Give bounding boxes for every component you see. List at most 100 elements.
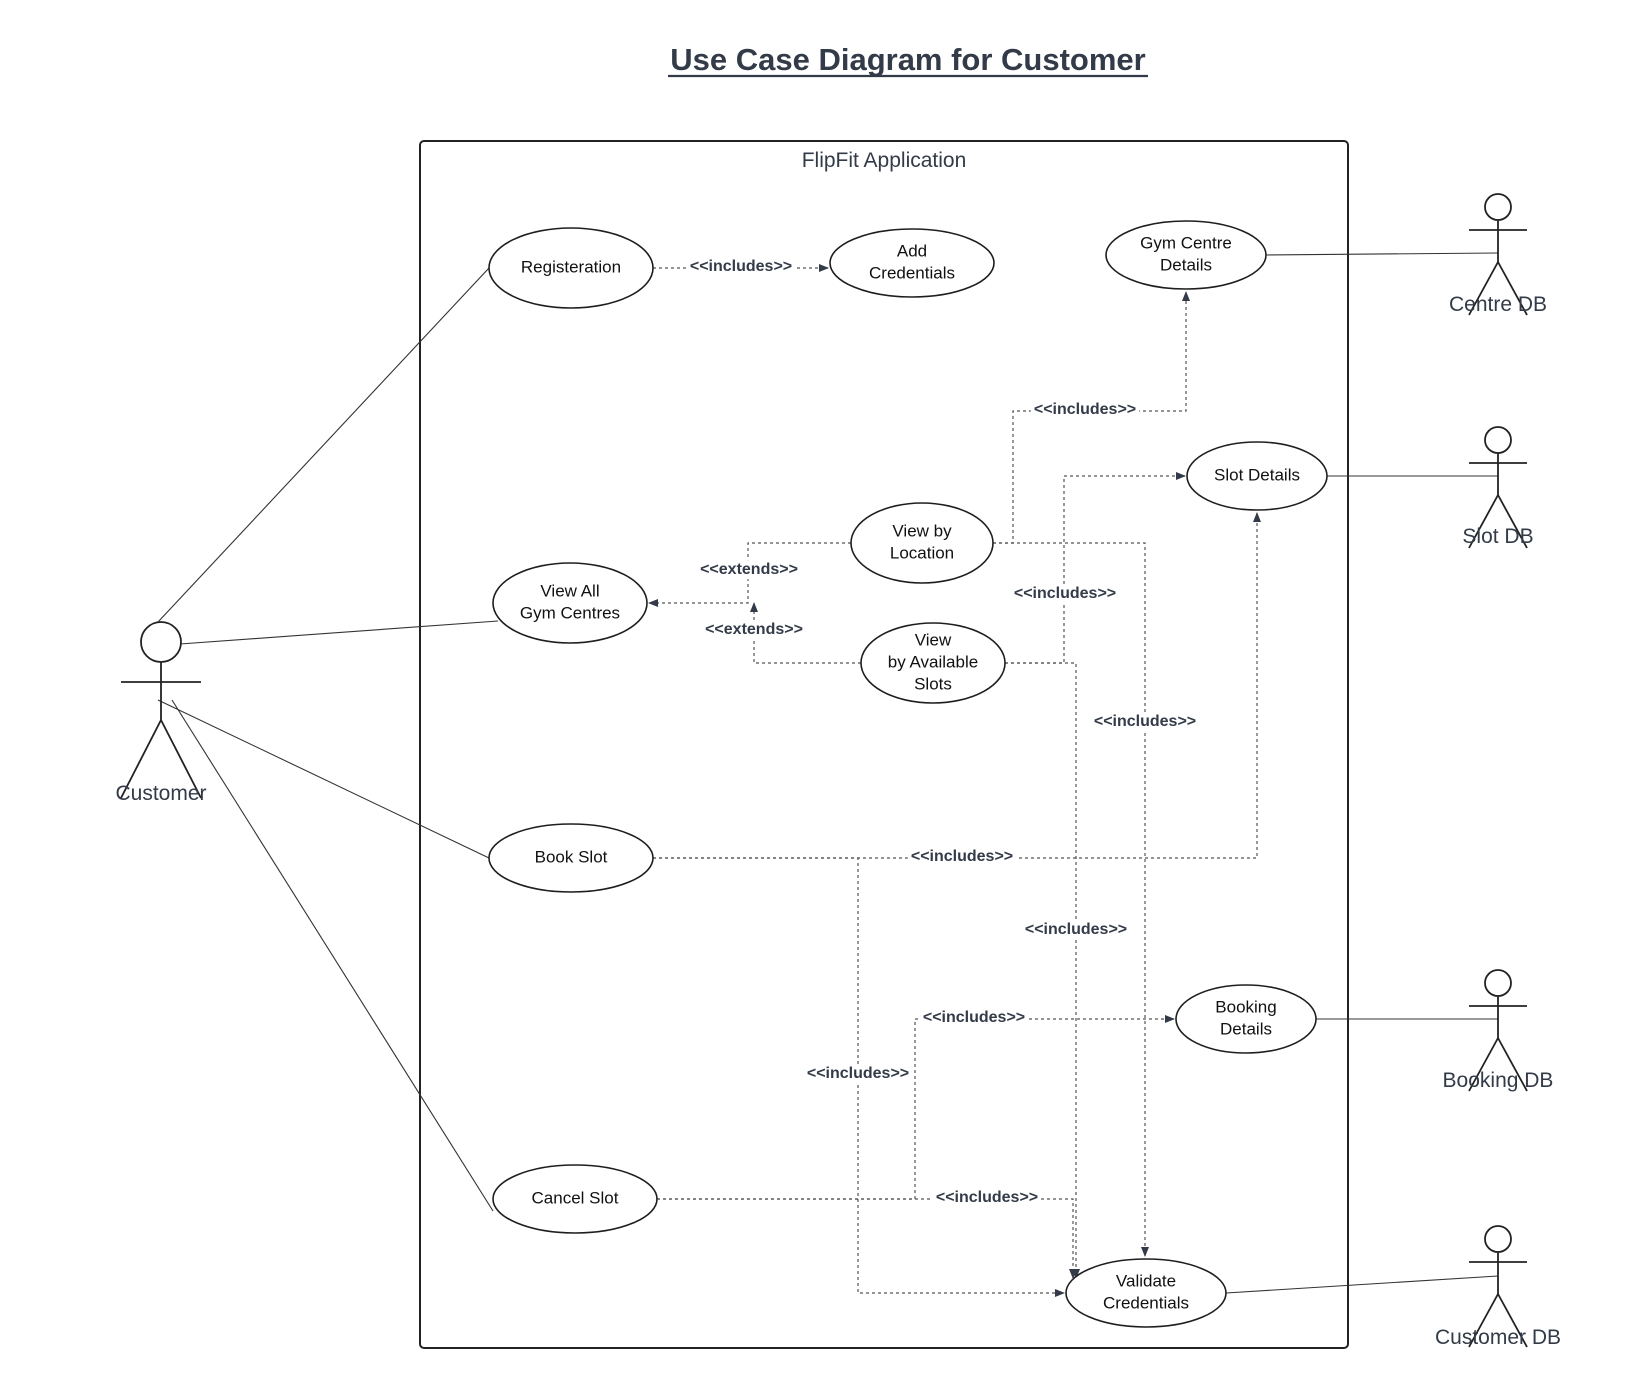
actor-customer[interactable]: Customer [115,621,207,805]
use-case-ellipse [829,228,995,298]
use-case-ellipse [850,502,994,584]
relationship-label-background [932,1188,1042,1208]
use-case-ellipse [488,823,654,893]
use-case-label: View All [540,581,599,600]
diagram-title: Use Case Diagram for Customer [670,42,1146,77]
use-case-label: Location [890,543,954,562]
use-case-ellipse [860,622,1006,704]
relationship-label-background [907,847,1017,867]
relationship-label-background [702,620,806,640]
association-lines [157,252,1499,1294]
dependency-arrow-cancel-slot-to-booking-details [657,1015,1175,1200]
use-case-label: Validate [1116,1271,1176,1290]
actor-name: Centre DB [1449,293,1547,316]
use-case-ellipse [1186,441,1328,511]
association-customer-cancel-slot [171,699,494,1212]
actor-booking-db[interactable]: Booking DB [1443,969,1554,1092]
use-case-label: Book Slot [535,847,608,866]
system-boundary [419,140,1349,1349]
dependency-arrow-view-by-location-to-validate-credentials [993,542,1149,1257]
use-case-label: Slot Details [1214,465,1300,484]
use-case-label: Details [1160,255,1212,274]
actor-left-leg [1468,1293,1499,1348]
actor-left-leg [1468,261,1499,316]
relationship-label: <<includes>> [1014,585,1116,602]
association-customer-book-slot [157,699,490,859]
relationship-label-background [1090,712,1200,732]
association-customer-view-all-gym-centres [179,620,499,645]
actor-head [140,621,182,663]
system-name: FlipFit Application [802,149,967,172]
actor-centre-db[interactable]: Centre DB [1449,193,1547,316]
actor-name: Customer DB [1435,1326,1561,1349]
use-case-slot-details[interactable]: Slot Details [1186,441,1328,511]
dependency-arrow-view-by-available-slots-to-validate-credentials [1005,662,1080,1279]
relationship-labels: <<includes>> <<includes>> <<extends>> <<ext… [686,257,1200,1208]
relationship-label-background [1021,920,1131,940]
relationship-label: <<extends>> [705,621,803,638]
relationship-label: <<includes>> [807,1065,909,1082]
association-centre-db-gym-centre-details [1265,252,1499,256]
actor-left-leg [1468,494,1499,549]
relationship-label: <<extends>> [700,561,798,578]
relationship-label-background [1030,400,1140,420]
relationship-label: <<includes>> [1094,713,1196,730]
use-case-label: Cancel Slot [532,1188,619,1207]
actor-right-leg [1497,1037,1528,1092]
actor-name: Slot DB [1462,525,1533,548]
use-case-ellipse [1065,1258,1227,1328]
relationship-label: <<includes>> [1025,921,1127,938]
use-case-label: View [915,630,952,649]
use-case-label: Registeration [521,257,621,276]
relationship-label: <<includes>> [690,258,792,275]
relationship-label-background [686,257,796,277]
use-case-label: Details [1220,1019,1272,1038]
association-customer-registration [157,267,490,623]
use-case-label: Gym Centre [1140,233,1232,252]
use-case-ellipse [1175,984,1317,1054]
dependency-arrow-book-slot-to-slot-details [653,512,1261,859]
actor-left-leg [1468,1037,1499,1092]
use-case-view-by-location[interactable]: View by Location [850,502,994,584]
actor-name: Booking DB [1443,1069,1554,1092]
use-case-label: Credentials [869,263,955,282]
actor-right-leg [1497,1293,1528,1348]
actors: Customer Centre DB Slot DB Booking DB Custom… [115,193,1561,1349]
use-case-label: Slots [914,674,952,693]
relationship-label-background [697,560,801,580]
relationship-label-background [803,1064,913,1084]
relationship-label-background [1010,584,1120,604]
actor-right-leg [1497,494,1528,549]
use-case-label: Credentials [1103,1293,1189,1312]
dependency-arrow-cancel-slot-to-validate-credentials [657,1198,1077,1279]
use-case-registration[interactable]: Registeration [488,227,654,309]
use-case-label: Add [897,241,927,260]
actor-name: Customer [115,782,206,805]
dependency-arrow-view-by-available-slots-to-slot-details [1005,472,1186,664]
actor-head [1484,1225,1512,1253]
use-case-book-slot[interactable]: Book Slot [488,823,654,893]
actor-head [1484,969,1512,997]
association-customer-db-validate-credentials [1225,1275,1499,1294]
actor-left-leg [120,719,162,799]
use-case-label: Gym Centres [520,603,620,622]
use-case-cancel-slot[interactable]: Cancel Slot [492,1164,658,1234]
actor-slot-db[interactable]: Slot DB [1462,426,1534,549]
dependency-lines [648,264,1261,1297]
use-case-label: View by [892,521,952,540]
actor-head [1484,426,1512,454]
use-case-ellipse [492,1164,658,1234]
actor-head [1484,193,1512,221]
relationship-label: <<includes>> [923,1009,1025,1026]
actor-right-leg [160,719,202,799]
actor-customer-db[interactable]: Customer DB [1435,1225,1561,1349]
relationship-label: <<includes>> [1034,401,1136,418]
